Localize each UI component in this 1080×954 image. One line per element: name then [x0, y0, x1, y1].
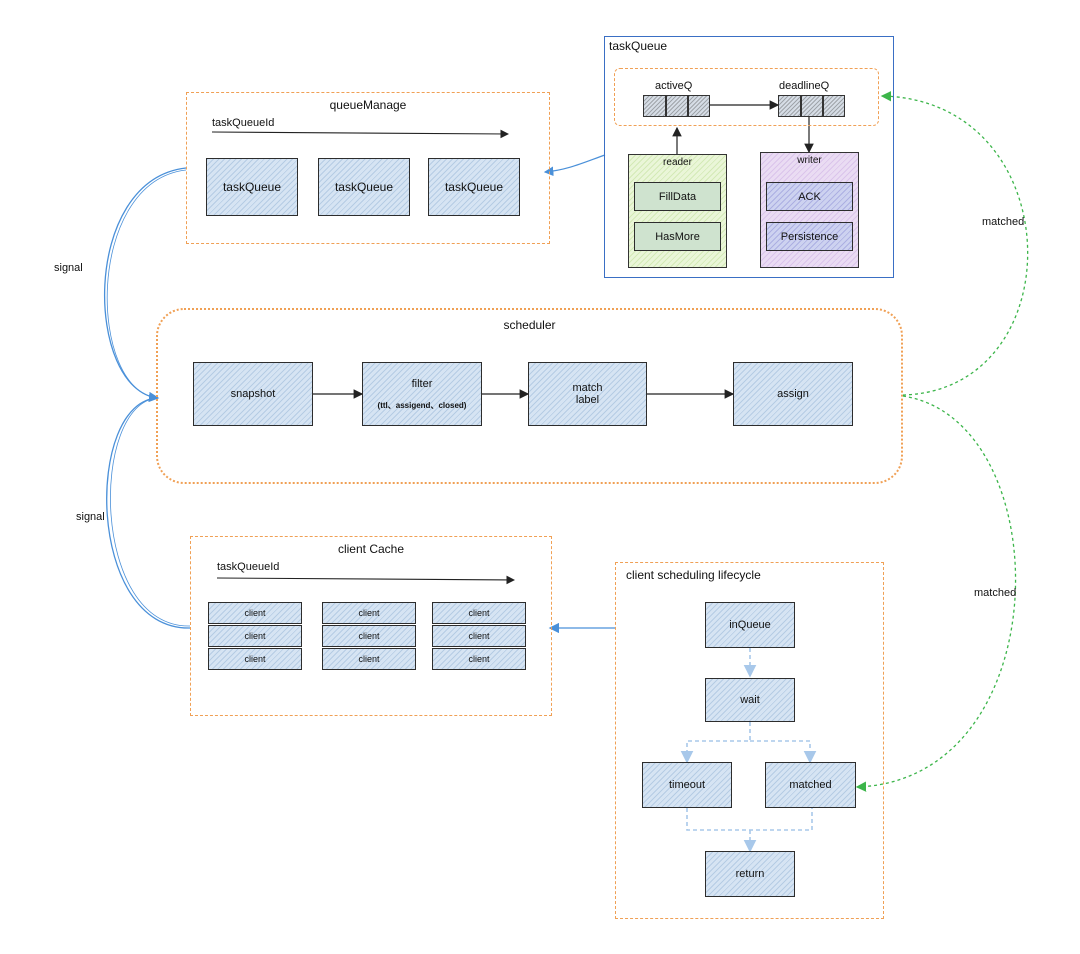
filter-label: filter: [411, 377, 433, 390]
active-q-slot: [643, 95, 666, 117]
signal-label-top: signal: [54, 262, 83, 274]
queue-manage-title: queueManage: [329, 98, 407, 112]
assign-label: assign: [777, 388, 809, 400]
client-cell-label: client: [358, 608, 380, 618]
match-label-node: match label: [528, 362, 647, 426]
task-queue-node: taskQueue: [206, 158, 298, 216]
reader-title: reader: [663, 157, 692, 168]
client-cell: client: [322, 625, 416, 647]
active-q-slot: [688, 95, 710, 117]
client-cell: client: [432, 625, 526, 647]
inqueue-node: inQueue: [705, 602, 795, 648]
client-cell-label: client: [244, 631, 266, 641]
scheduler-group: scheduler: [156, 308, 903, 484]
matched-label: matched: [789, 779, 832, 791]
client-cell-label: client: [244, 654, 266, 664]
client-cell: client: [208, 602, 302, 624]
task-queue-label: taskQueue: [222, 180, 282, 194]
client-cache-axis-label: taskQueueId: [217, 561, 280, 573]
client-cell: client: [322, 602, 416, 624]
queue-manage-axis: [211, 129, 510, 139]
queue-manage-axis-label: taskQueueId: [212, 117, 275, 129]
wait-node: wait: [705, 678, 795, 722]
hasmore-node: HasMore: [634, 222, 721, 251]
inqueue-label: inQueue: [729, 619, 771, 631]
wait-label: wait: [740, 694, 760, 706]
client-cell: client: [432, 648, 526, 670]
client-cache-title: client Cache: [337, 542, 405, 556]
match-label-line2: label: [575, 394, 600, 406]
signal-label-bottom: signal: [76, 511, 105, 523]
persistence-label: Persistence: [780, 230, 839, 243]
match-label-line1: match: [572, 382, 603, 394]
filldata-node: FillData: [634, 182, 721, 211]
client-cell-label: client: [468, 631, 490, 641]
queue-manage-group: queueManage: [186, 92, 550, 244]
client-cell: client: [208, 625, 302, 647]
client-cache-axis: [216, 575, 516, 585]
client-cell: client: [432, 602, 526, 624]
active-q-label: activeQ: [655, 80, 693, 92]
deadline-q-label: deadlineQ: [779, 80, 830, 92]
task-queue-label: taskQueue: [334, 180, 394, 194]
task-queue-group: taskQueue: [604, 36, 894, 278]
matched-label-top: matched: [982, 216, 1025, 228]
edge-signal-bottom: [106, 397, 191, 629]
ack-label: ACK: [798, 190, 821, 203]
task-queue-title: taskQueue: [609, 39, 668, 53]
client-cache-group: client Cache: [190, 536, 552, 716]
task-queue-node: taskQueue: [318, 158, 410, 216]
timeout-node: timeout: [642, 762, 732, 808]
client-cell-label: client: [358, 654, 380, 664]
deadline-q-slot: [778, 95, 801, 117]
edge-taskqueue-to-queuemanage: [543, 154, 606, 177]
assign-node: assign: [733, 362, 853, 426]
active-q-slot: [666, 95, 688, 117]
return-label: return: [735, 868, 765, 880]
filldata-label: FillData: [658, 190, 697, 203]
client-cell-label: client: [468, 608, 490, 618]
persistence-node: Persistence: [766, 222, 853, 251]
deadline-q-slot: [823, 95, 845, 117]
client-cell-label: client: [358, 631, 380, 641]
snapshot-node: snapshot: [193, 362, 313, 426]
snapshot-label: snapshot: [230, 388, 276, 400]
return-node: return: [705, 851, 795, 897]
scheduler-title: scheduler: [503, 318, 556, 332]
filter-node: filter (ttl、assigend、closed): [362, 362, 482, 426]
client-cell: client: [322, 648, 416, 670]
ack-node: ACK: [766, 182, 853, 211]
hasmore-label: HasMore: [655, 230, 700, 243]
filter-detail: (ttl、assigend、closed): [377, 400, 467, 410]
lifecycle-title: client scheduling lifecycle: [626, 568, 761, 582]
client-cell-label: client: [244, 608, 266, 618]
timeout-label: timeout: [668, 779, 706, 791]
matched-node: matched: [765, 762, 856, 808]
lifecycle-group: client scheduling lifecycle: [615, 562, 884, 919]
client-cell-label: client: [468, 654, 490, 664]
task-queue-node: taskQueue: [428, 158, 520, 216]
client-cell: client: [208, 648, 302, 670]
task-queue-label: taskQueue: [444, 180, 504, 194]
matched-label-bottom: matched: [974, 587, 1017, 599]
queues-container: [614, 68, 879, 126]
writer-title: writer: [797, 155, 822, 166]
edge-matched-bottom: [855, 395, 1017, 792]
deadline-q-slot: [801, 95, 823, 117]
edge-matched-top: [880, 91, 1029, 396]
